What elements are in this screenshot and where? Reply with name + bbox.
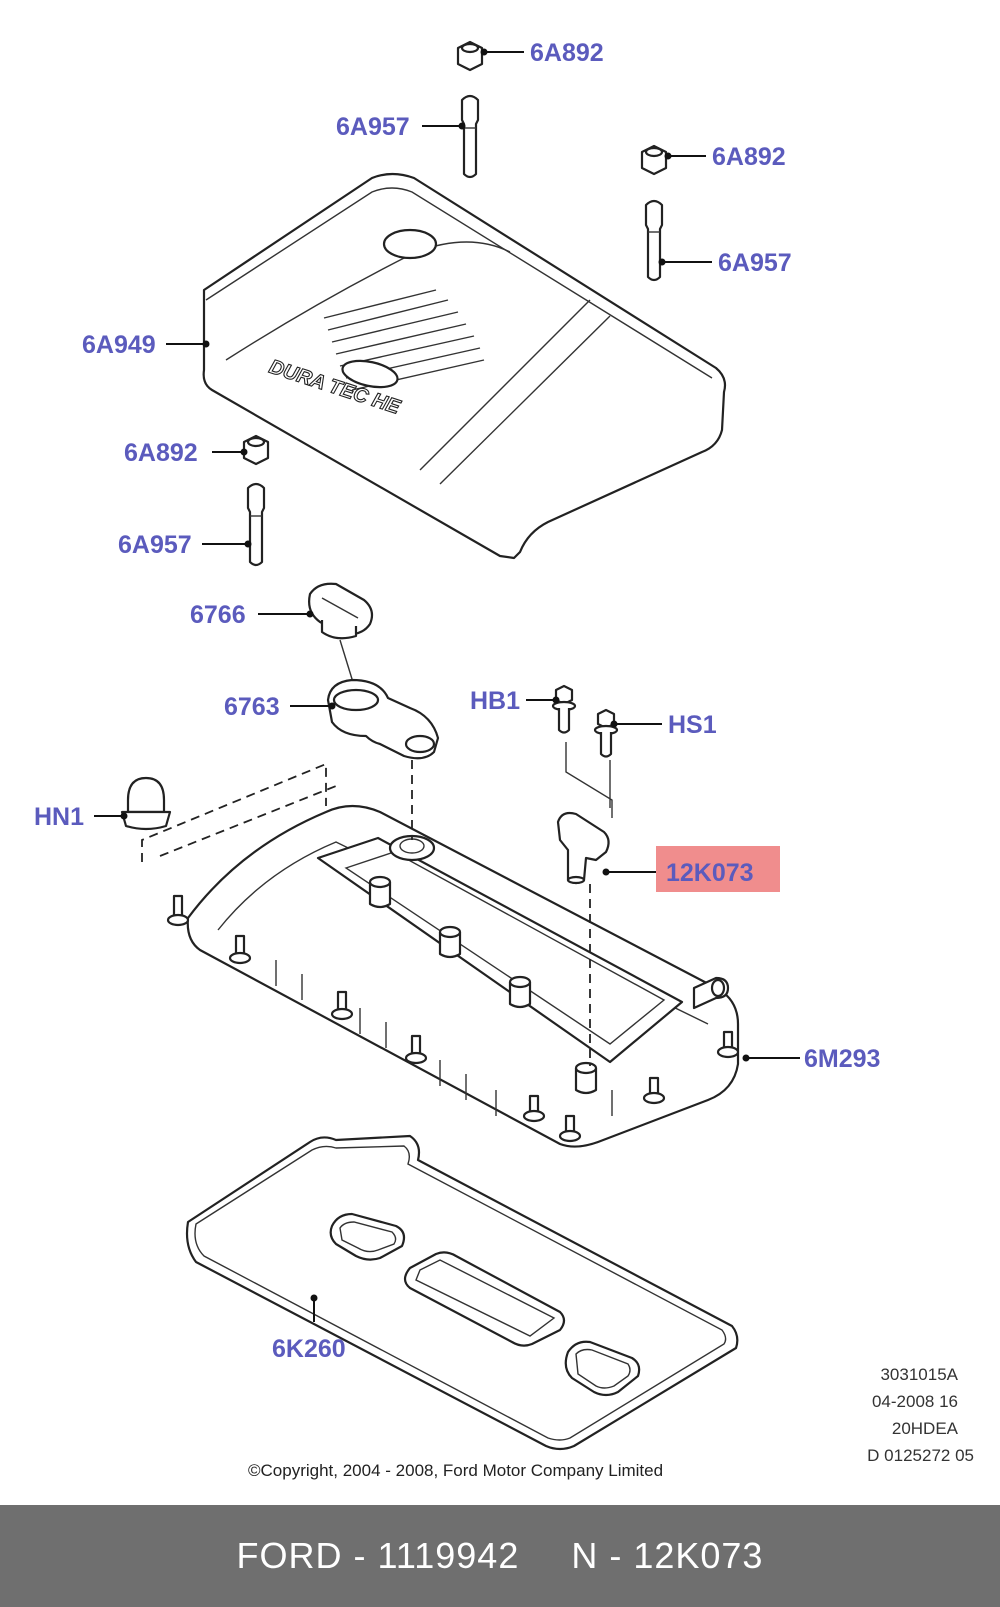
valve-cover [166,804,740,1148]
callout-6k260: 6K260 [272,1335,346,1363]
callout-6a892-right: 6A892 [712,143,786,171]
pcv-nipple [692,976,730,1010]
parts-diagram: DURA TEC HE [34,39,974,1480]
bolt-guide-lines [565,742,613,818]
callout-6m293: 6M293 [804,1045,880,1073]
callout-6a949: 6A949 [82,331,156,359]
callout-6a957-left: 6A957 [118,531,192,559]
diagram-engine-code: 20HDEA [892,1419,959,1438]
copyright-text: ©Copyright, 2004 - 2008, Ford Motor Comp… [248,1461,663,1480]
bolt-hs1 [593,708,619,758]
callout-hs1: HS1 [668,711,717,739]
fastener-stud-left [246,482,266,567]
callout-hb1: HB1 [470,687,520,715]
oil-filler-neck [326,678,440,760]
callout-12k073: 12K073 [666,859,754,887]
ford-oval-logo [341,359,399,389]
valve-cover-bosses [368,834,598,1095]
engine-cover: DURA TEC HE [202,172,727,560]
fastener-nut-top [456,40,484,72]
callout-6766: 6766 [190,601,246,629]
callout-6763: 6763 [224,693,280,721]
callout-6a892-top: 6A892 [530,39,604,67]
leader-lines [94,48,800,1322]
fastener-nut-right [640,144,668,176]
callout-hn1: HN1 [34,803,84,831]
valve-cover-ribs [275,960,613,1116]
diagram-date: 04-2008 16 [872,1392,958,1411]
callout-6a957-right: 6A957 [718,249,792,277]
diagram-ref: D 0125272 05 [867,1446,974,1465]
oil-filler-cap [308,582,374,640]
camshaft-sensor [556,811,610,885]
fastener-stud-top [460,94,480,179]
hn1-guide-dash [141,762,327,862]
valve-cover-studs [166,894,740,1143]
nut-hn1 [120,776,172,831]
part-number-footer: FORD - 1119942 N - 12K073 [0,1505,1000,1607]
callout-6a892-left: 6A892 [124,439,198,467]
bolt-hb1 [551,684,577,734]
gasket [185,1134,739,1451]
brand-part-number: FORD - 1119942 [236,1535,520,1576]
diagram-id: 3031015A [880,1365,958,1384]
fastener-stud-right [644,199,664,282]
callout-highlight-12k073 [656,846,780,892]
fastener-nut-left [242,434,270,466]
oe-part-number: N - 12K073 [571,1535,764,1576]
callout-6a957-top: 6A957 [336,113,410,141]
